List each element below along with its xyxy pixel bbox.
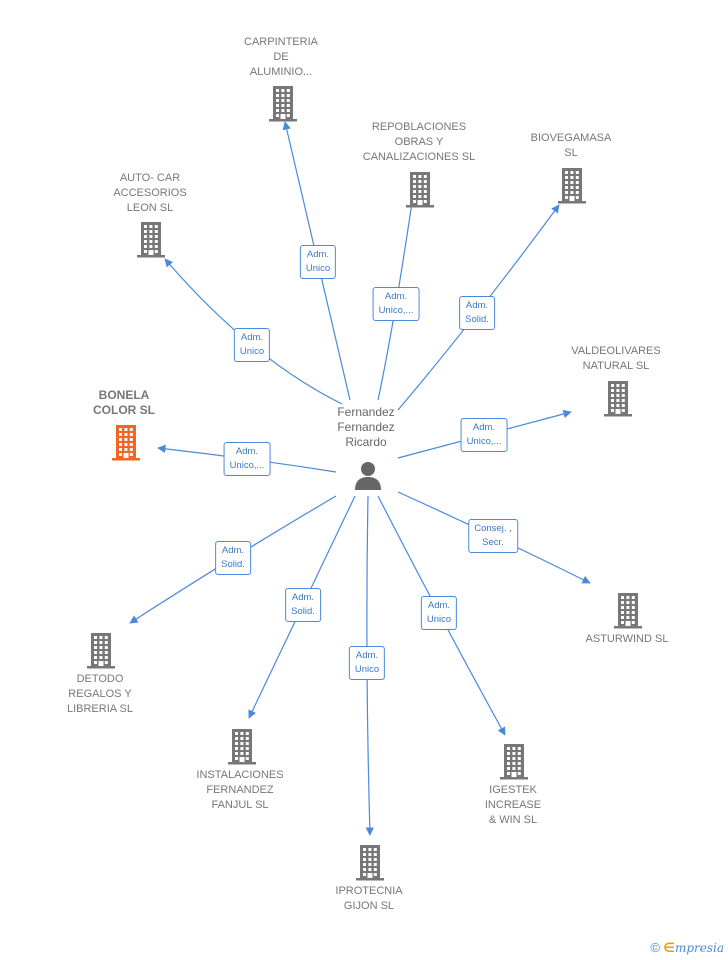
role-box-asturwind[interactable]: Consej. , Secr. [468, 519, 518, 553]
company-label-igestek[interactable]: IGESTEK INCREASE & WIN SL [484, 784, 542, 826]
role-box-biovegamasa[interactable]: Adm. Solid. [459, 296, 495, 330]
role-box-carpinteria[interactable]: Adm. Unico [299, 245, 337, 279]
building-icon[interactable] [555, 166, 589, 204]
building-icon[interactable] [611, 591, 645, 629]
building-icon[interactable] [134, 220, 168, 258]
building-icon[interactable] [225, 727, 259, 765]
company-label-autocar[interactable]: AUTO- CAR ACCESORIOS LEON SL [113, 172, 187, 214]
company-label-valdeolivares[interactable]: VALDEOLIVARES NATURAL SL [571, 345, 661, 372]
role-box-instalaciones[interactable]: Adm. Solid. [285, 588, 321, 622]
company-label-instalaciones[interactable]: INSTALACIONES FERNANDEZ FANJUL SL [196, 769, 284, 811]
person-icon[interactable] [352, 459, 384, 491]
role-box-valdeolivares[interactable]: Adm. Unico,... [460, 418, 508, 452]
role-box-bonela[interactable]: Adm. Unico,... [223, 442, 271, 476]
building-icon[interactable] [109, 423, 143, 461]
building-icon[interactable] [601, 379, 635, 417]
company-label-iprotecnia[interactable]: IPROTECNIA GIJON SL [335, 885, 403, 912]
company-label-bonela[interactable]: BONELA COLOR SL [93, 388, 155, 417]
building-icon[interactable] [84, 631, 118, 669]
brand-initial: ∈ [663, 940, 675, 955]
company-label-repoblaciones[interactable]: REPOBLACIONES OBRAS Y CANALIZACIONES SL [362, 121, 476, 163]
company-label-carpinteria[interactable]: CARPINTERIA DE ALUMINIO... [244, 36, 318, 78]
company-label-biovegamasa[interactable]: BIOVEGAMASA SL [530, 132, 612, 159]
role-box-autocar[interactable]: Adm. Unico [233, 328, 271, 362]
building-icon[interactable] [497, 742, 531, 780]
role-box-repoblaciones[interactable]: Adm. Unico,... [372, 287, 420, 321]
person-name[interactable]: Fernandez Fernandez Ricardo [337, 405, 395, 449]
building-icon[interactable] [353, 843, 387, 881]
copyright-symbol: © [650, 940, 660, 955]
company-label-asturwind[interactable]: ASTURWIND SL [585, 633, 669, 645]
brand-name: mpresia [674, 941, 724, 955]
company-label-detodo[interactable]: DETODO REGALOS Y LIBRERIA SL [66, 673, 134, 715]
building-icon[interactable] [266, 84, 300, 122]
building-icon[interactable] [403, 170, 437, 208]
role-box-igestek[interactable]: Adm. Unico [420, 596, 458, 630]
role-box-detodo[interactable]: Adm. Solid. [215, 541, 251, 575]
role-box-iprotecnia[interactable]: Adm. Unico [348, 646, 386, 680]
footer-brand: © ∈mpresia [650, 940, 724, 956]
